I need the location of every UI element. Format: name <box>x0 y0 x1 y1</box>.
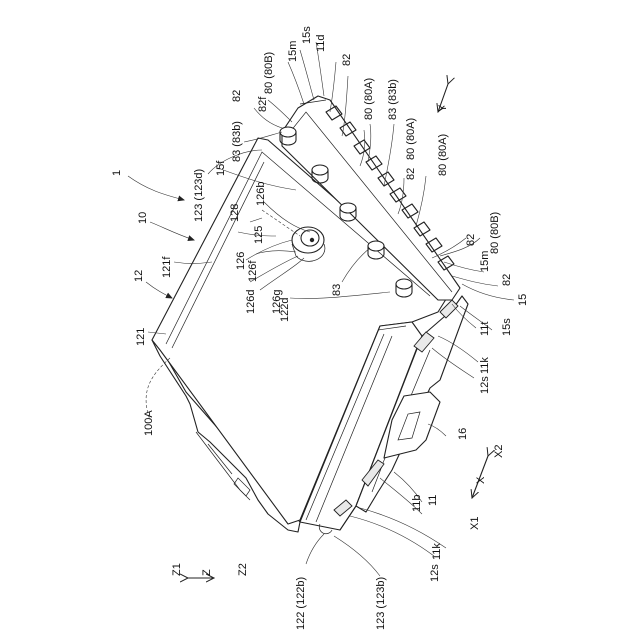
label-11b: 11b <box>411 494 423 512</box>
label-125: 125 <box>253 226 265 244</box>
label-121: 121 <box>135 328 147 346</box>
label-82-c: 82 <box>405 168 417 180</box>
label-82-e: 82 <box>501 274 513 286</box>
label-80-80A-b: 80 (80A) <box>405 118 417 160</box>
label-Z1: Z1 <box>171 563 183 576</box>
label-X: X <box>475 476 487 484</box>
label-80-80B-b: 80 (80B) <box>489 212 501 254</box>
label-12s-b: 12s <box>429 564 441 582</box>
label-82-d: 82 <box>465 234 477 246</box>
label-122-122b: 122 (122b) <box>295 577 307 630</box>
label-11: 11 <box>427 495 439 506</box>
label-15m-a: 15m <box>287 41 299 62</box>
label-83-left: 83 <box>331 284 343 296</box>
label-11t: 11t <box>479 322 491 336</box>
label-126b: 126b <box>255 182 267 206</box>
label-15s-b: 15s <box>501 318 513 336</box>
label-128: 128 <box>229 204 241 222</box>
label-126f: 126f <box>247 260 259 282</box>
label-X2: X2 <box>493 445 505 458</box>
label-80-80B-a: 80 (80B) <box>263 52 275 94</box>
label-100A: 100A <box>143 410 155 436</box>
label-10: 10 <box>137 212 149 224</box>
label-82-a: 82 <box>231 90 243 102</box>
label-11d: 11d <box>315 34 327 52</box>
label-15m-b: 15m <box>479 251 491 272</box>
label-Z2: Z2 <box>237 563 249 576</box>
label-11k-a: 11k <box>479 357 491 374</box>
label-X1: X1 <box>469 517 481 530</box>
label-126: 126 <box>235 252 247 270</box>
label-80-80A-a: 80 (80A) <box>363 78 375 120</box>
label-126d: 126d <box>245 290 257 314</box>
label-Y: Y <box>437 104 449 112</box>
label-15s-a: 15s <box>301 26 313 44</box>
label-1: 1 <box>111 170 123 176</box>
label-82f: 82f <box>257 96 269 112</box>
label-121f: 121f <box>161 256 173 278</box>
label-Z: Z <box>201 569 213 576</box>
label-82-b: 82 <box>341 54 353 66</box>
label-12: 12 <box>133 270 145 282</box>
label-15: 15 <box>517 294 529 306</box>
label-16: 16 <box>457 428 469 440</box>
housing-device <box>152 96 468 534</box>
label-123-123b: 123 (123b) <box>375 577 387 630</box>
label-11k-b: 11k <box>431 543 443 560</box>
label-80-80A-c: 80 (80A) <box>437 134 449 176</box>
label-122d: 122d <box>279 298 291 322</box>
label-83-83b-a: 83 (83b) <box>231 121 243 162</box>
label-123-123d: 123 (123d) <box>193 169 205 222</box>
label-15f: 15f <box>215 160 227 176</box>
label-12s-a: 12s <box>479 376 491 394</box>
label-83-83b-b: 83 (83b) <box>387 79 399 120</box>
